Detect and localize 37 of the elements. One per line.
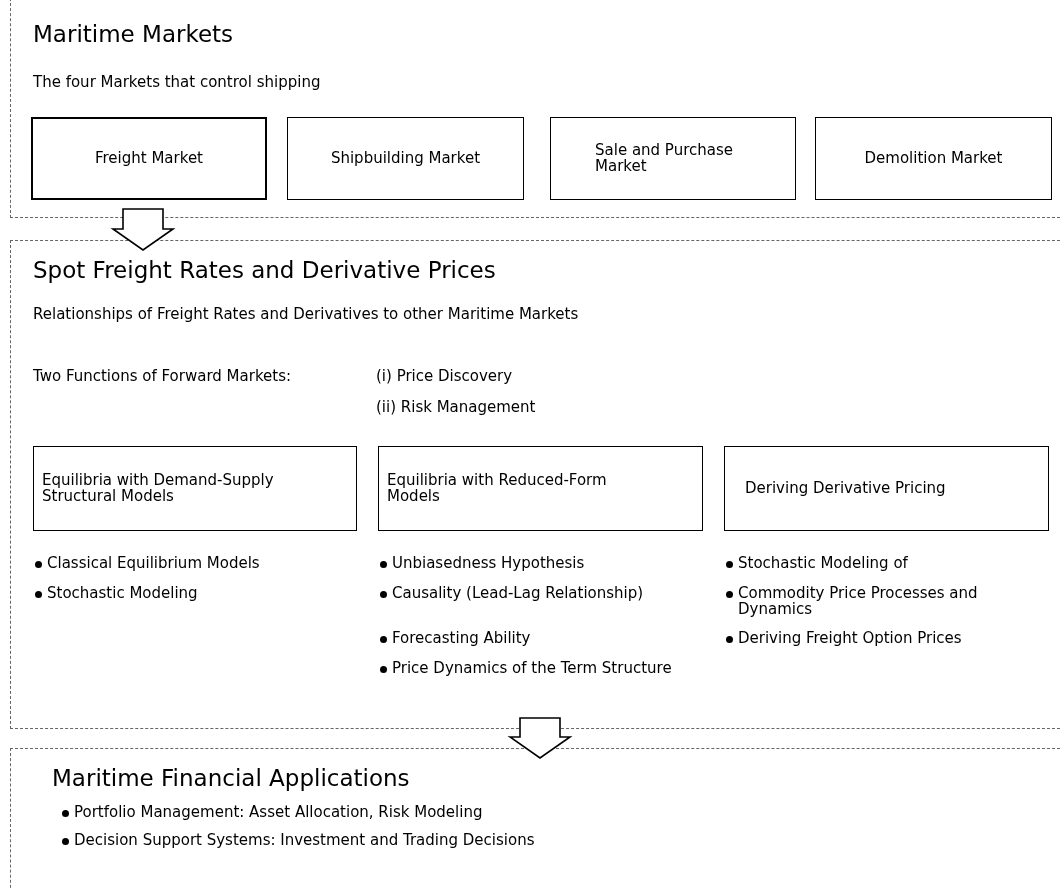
bullet-item: Stochastic Modeling <box>33 586 357 602</box>
section-subtitle: Relationships of Freight Rates and Derivatives to other Maritime Markets <box>33 305 579 323</box>
section-panel <box>10 240 1061 729</box>
block-arrow <box>507 717 573 759</box>
bullet-item: Decision Support Systems: Investment and Trading Decisions <box>60 833 535 849</box>
label-text: (i) Price Discovery <box>376 367 513 385</box>
box-label: Sale and Purchase Market <box>595 142 734 175</box>
box-label: Equilibria with Demand-Supply Structural Models <box>42 472 275 505</box>
box-label: Freight Market <box>95 150 203 167</box>
bullet-item: Commodity Price Processes and Dynamics <box>724 586 1038 618</box>
bullet-item: Deriving Freight Option Prices <box>724 631 1038 647</box>
process-box <box>378 446 703 531</box>
bullet-item: Forecasting Ability <box>378 631 692 647</box>
bullet-item: Causality (Lead-Lag Relationship) <box>378 586 692 602</box>
section-title: Spot Freight Rates and Derivative Prices <box>33 257 496 283</box>
process-box <box>33 446 357 531</box>
bullet-item: Price Dynamics of the Term Structure <box>378 661 692 677</box>
process-box <box>31 117 267 200</box>
process-box <box>550 117 796 200</box>
bullet-item: Stochastic Modeling of <box>724 556 1038 572</box>
process-box <box>724 446 1049 531</box>
section-panel <box>10 0 1061 218</box>
box-label: Demolition Market <box>864 150 1003 167</box>
process-box <box>815 117 1052 200</box>
box-label: Shipbuilding Market <box>330 150 481 167</box>
process-box <box>287 117 524 200</box>
bullet-item: Classical Equilibrium Models <box>33 556 357 572</box>
bullet-item: Unbiasedness Hypothesis <box>378 556 692 572</box>
section-subtitle: The four Markets that control shipping <box>33 73 321 91</box>
bullet-item: Portfolio Management: Asset Allocation, Risk Modeling <box>60 805 483 821</box>
label-text: Two Functions of Forward Markets: <box>33 367 292 385</box>
block-arrow <box>110 208 176 251</box>
label-text: (ii) Risk Management <box>376 398 536 416</box>
box-label: Deriving Derivative Pricing <box>745 480 946 497</box>
section-title: Maritime Markets <box>33 21 234 47</box>
box-label: Equilibria with Reduced-Form Models <box>387 472 608 505</box>
section-title: Maritime Financial Applications <box>52 765 410 791</box>
